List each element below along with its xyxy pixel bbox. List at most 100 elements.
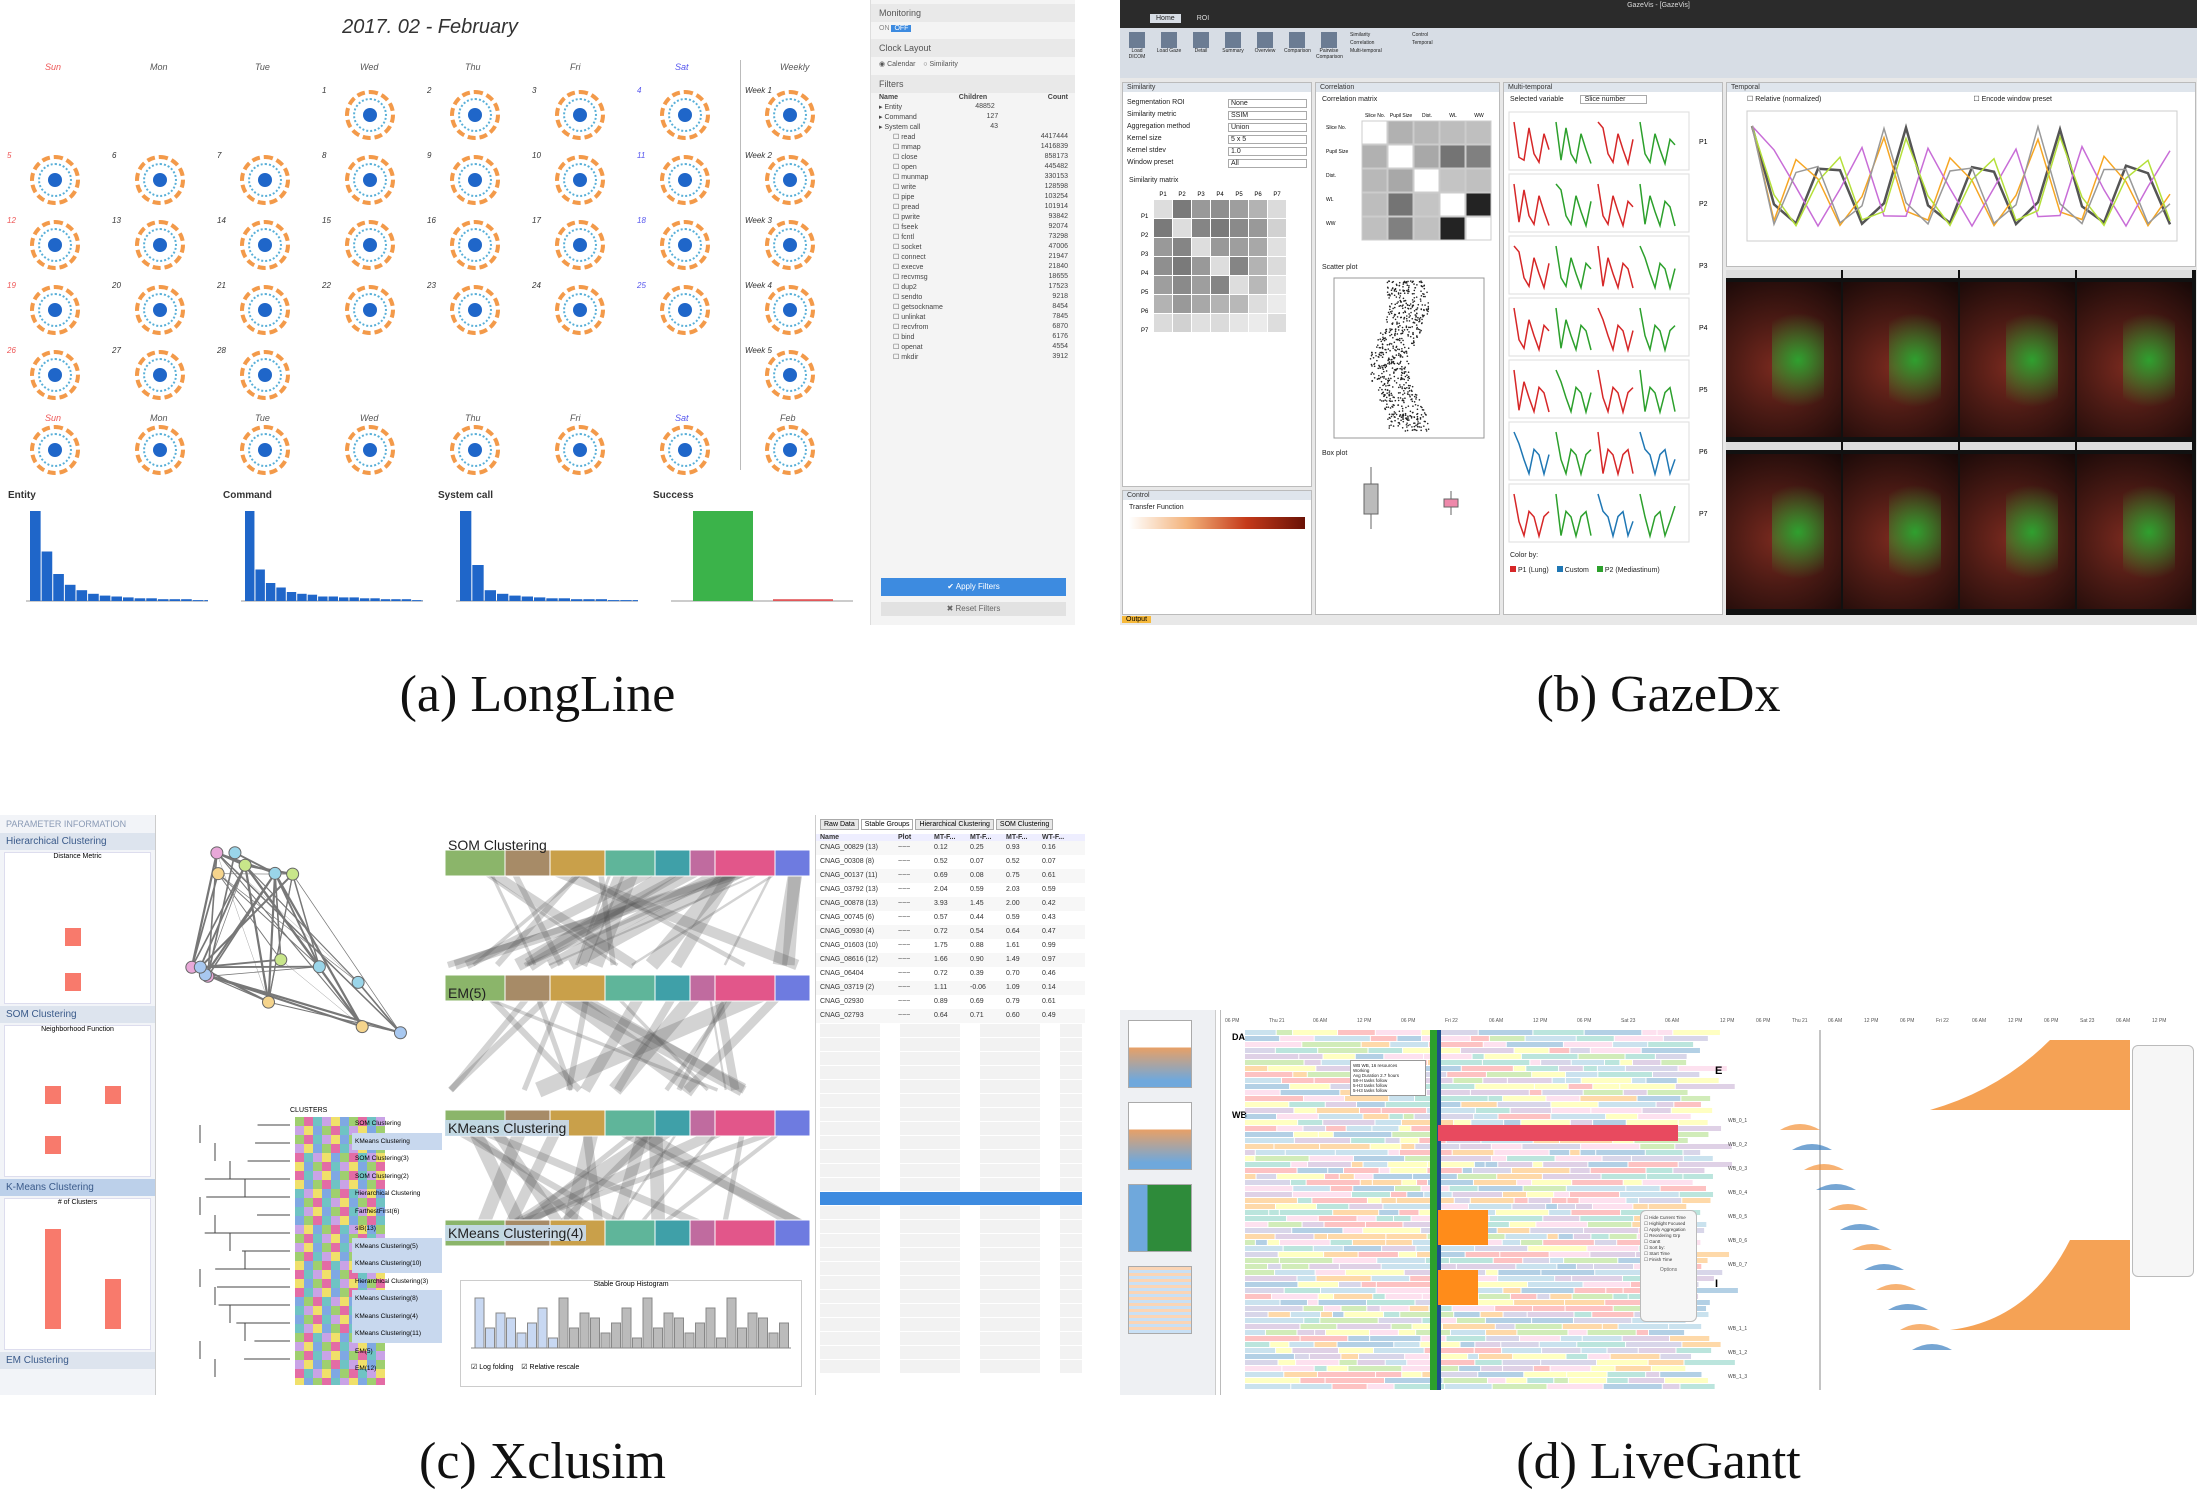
matrix-cell[interactable] xyxy=(1173,276,1191,294)
gantt-bar[interactable] xyxy=(1632,1156,1683,1161)
matrix-cell[interactable] xyxy=(1192,295,1210,313)
gantt-bar[interactable] xyxy=(1507,1156,1554,1161)
gantt-bar[interactable] xyxy=(1245,1288,1284,1293)
table-row[interactable]: CNAG_00137 (11)~~~0.690.080.750.61 xyxy=(816,869,1085,883)
gantt-bar[interactable] xyxy=(1516,1324,1562,1329)
matrix-cell[interactable] xyxy=(1211,295,1229,313)
gantt-bar[interactable] xyxy=(1566,1078,1581,1083)
histogram-bar[interactable] xyxy=(42,552,53,602)
gantt-bar[interactable] xyxy=(1245,1384,1290,1389)
gantt-bar[interactable] xyxy=(1304,1126,1326,1131)
histogram-bar[interactable] xyxy=(77,590,88,601)
filter-item-row[interactable]: ☐ recvmsg18655 xyxy=(871,272,1075,282)
cluster-cell[interactable] xyxy=(322,1252,331,1261)
gantt-bar[interactable] xyxy=(1627,1120,1678,1125)
day-clock[interactable] xyxy=(135,285,185,335)
gantt-bar[interactable] xyxy=(1453,1192,1502,1197)
gantt-bar[interactable] xyxy=(1498,1102,1551,1107)
log-folding-checkbox[interactable]: ☑ Log folding xyxy=(471,1364,514,1371)
setting-dropdown[interactable]: SSIM xyxy=(1228,111,1307,120)
gantt-bar[interactable] xyxy=(1338,1030,1375,1035)
hist-bar[interactable] xyxy=(538,1308,547,1348)
cluster-cell[interactable] xyxy=(313,1135,322,1144)
matrix-cell[interactable] xyxy=(1173,257,1191,275)
ribbon-button[interactable]: Summary xyxy=(1220,32,1246,60)
volume-toolbar[interactable] xyxy=(1960,270,2075,278)
matrix-cell[interactable] xyxy=(1268,238,1286,256)
gantt-bar[interactable] xyxy=(1602,1174,1646,1179)
gantt-bar[interactable] xyxy=(1626,1186,1659,1191)
table-row[interactable]: CNAG_02793~~~0.640.710.600.49 xyxy=(816,1009,1085,1023)
gantt-bar[interactable] xyxy=(1683,1150,1700,1155)
gantt-bar[interactable] xyxy=(1510,1222,1536,1227)
hist-bar[interactable] xyxy=(717,1338,726,1348)
gantt-bar[interactable] xyxy=(1554,1192,1569,1197)
hist-bar[interactable] xyxy=(580,1313,589,1348)
gantt-bar[interactable] xyxy=(1333,1210,1378,1215)
histogram-bar[interactable] xyxy=(111,597,122,602)
gantt-bar[interactable] xyxy=(1293,1072,1306,1077)
gantt-bar[interactable] xyxy=(1443,1378,1487,1383)
cluster-cell[interactable] xyxy=(322,1297,331,1306)
cluster-cell[interactable] xyxy=(313,1189,322,1198)
gantt-bar[interactable] xyxy=(1497,1174,1542,1179)
cluster-cell[interactable] xyxy=(331,1342,340,1351)
matrix-cell[interactable] xyxy=(1211,314,1229,332)
gantt-bar[interactable] xyxy=(1581,1144,1639,1149)
gantt-bar[interactable] xyxy=(1245,1150,1255,1155)
gantt-bar[interactable] xyxy=(1384,1312,1399,1317)
gantt-bar[interactable] xyxy=(1646,1150,1683,1155)
parallel-axis-segment[interactable] xyxy=(690,1110,715,1136)
cluster-cell[interactable] xyxy=(340,1225,349,1234)
histogram-bar[interactable] xyxy=(30,511,41,601)
graph-node[interactable] xyxy=(275,954,287,966)
gantt-bar[interactable] xyxy=(1639,1348,1676,1353)
gantt-bar[interactable] xyxy=(1294,1132,1318,1137)
gantt-bar[interactable] xyxy=(1606,1114,1637,1119)
table-tab[interactable]: SOM Clustering xyxy=(996,819,1053,830)
gantt-bar[interactable] xyxy=(1358,1360,1385,1365)
table-tab[interactable]: Stable Groups xyxy=(861,819,914,830)
week-clock[interactable] xyxy=(765,220,815,270)
gantt-bar[interactable] xyxy=(1299,1054,1322,1059)
gantt-bar[interactable] xyxy=(1383,1204,1435,1209)
day-clock[interactable] xyxy=(555,220,605,270)
filter-item-row[interactable]: ☐ dup217523 xyxy=(871,282,1075,292)
cluster-list-item[interactable]: Hierarchical Clustering xyxy=(352,1185,442,1203)
gantt-bar[interactable] xyxy=(1438,1102,1460,1107)
gantt-bar[interactable] xyxy=(1632,1078,1645,1083)
filter-col[interactable]: Count xyxy=(1048,94,1068,101)
gantt-bar[interactable] xyxy=(1498,1114,1550,1119)
gantt-bar[interactable] xyxy=(1381,1306,1409,1311)
gantt-bar[interactable] xyxy=(1646,1372,1659,1377)
gantt-bar[interactable] xyxy=(1681,1096,1710,1101)
matrix-cell[interactable] xyxy=(1249,295,1267,313)
cluster-cell[interactable] xyxy=(340,1216,349,1225)
gantt-bar[interactable] xyxy=(1676,1084,1735,1089)
gantt-bar[interactable] xyxy=(1245,1252,1278,1257)
summary-clock[interactable] xyxy=(30,425,80,475)
gantt-bar[interactable] xyxy=(1626,1066,1678,1071)
gantt-bar[interactable] xyxy=(1245,1108,1293,1113)
gantt-bar[interactable] xyxy=(1574,1318,1631,1323)
gantt-bar[interactable] xyxy=(1348,1336,1369,1341)
gantt-bar[interactable] xyxy=(1530,1228,1583,1233)
histogram-bar[interactable] xyxy=(158,599,169,601)
cluster-cell[interactable] xyxy=(313,1279,322,1288)
splitter[interactable] xyxy=(1220,1010,1221,1395)
cluster-cell[interactable] xyxy=(313,1207,322,1216)
filter-item-row[interactable]: ☐ pipe103254 xyxy=(871,192,1075,202)
gantt-bar[interactable] xyxy=(1275,1270,1315,1275)
gantt-bar[interactable] xyxy=(1674,1102,1701,1107)
cluster-cell[interactable] xyxy=(340,1171,349,1180)
matrix-cell[interactable] xyxy=(1230,219,1248,237)
gantt-bar[interactable] xyxy=(1245,1030,1276,1035)
gantt-bar[interactable] xyxy=(1541,1270,1594,1275)
gantt-bar[interactable] xyxy=(1450,1258,1493,1263)
gantt-bar[interactable] xyxy=(1289,1342,1313,1347)
parallel-axis-segment[interactable] xyxy=(605,1110,655,1136)
cluster-cell[interactable] xyxy=(331,1360,340,1369)
cluster-cell[interactable] xyxy=(295,1351,304,1360)
gantt-bar[interactable] xyxy=(1461,1102,1496,1107)
gantt-bar[interactable] xyxy=(1437,1204,1468,1209)
